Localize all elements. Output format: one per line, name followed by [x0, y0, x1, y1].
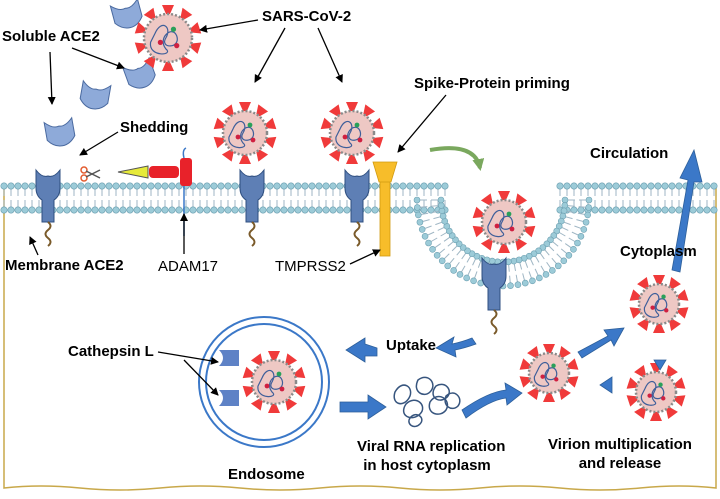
arrow-shedding [79, 131, 119, 156]
soluble-ace2-1 [109, 0, 143, 29]
adam17-sheddase [117, 147, 192, 236]
soluble-ace2-4 [43, 116, 76, 147]
label-soluble-ace2: Soluble ACE2 [2, 28, 100, 45]
arrow-release-mid [599, 376, 613, 394]
arrow-rna-to-virion [461, 382, 523, 419]
soluble-ace2-3 [79, 79, 112, 110]
arrow-priming-to-pit [429, 146, 485, 171]
virus-endosome [242, 351, 306, 413]
arrow-membrane-ace2 [29, 236, 39, 256]
virus-release-2 [629, 275, 689, 333]
label-cytoplasm: Cytoplasm [620, 243, 697, 260]
label-shedding: Shedding [120, 119, 189, 136]
label-uptake: Uptake [386, 337, 437, 354]
membrane-ace2 [35, 168, 61, 247]
soluble-ace2-2 [121, 56, 156, 89]
label-virion-line1: Virion multiplication [548, 436, 692, 453]
label-rna-line2: in host cytoplasm [363, 457, 491, 474]
label-tmprss2: TMPRSS2 [275, 258, 346, 275]
arrow-pit-to-uptake [435, 336, 477, 358]
arrow-circulation [671, 148, 703, 273]
plasma-membrane [0, 182, 718, 214]
cathepsin-l-2 [219, 390, 239, 406]
arrow-endosome-to-rna [339, 394, 387, 420]
virus-release-1 [519, 344, 579, 402]
arrow-uptake [345, 337, 378, 363]
label-virion-release: Virion multiplication and release [535, 435, 705, 473]
label-rna-replication: Viral RNA replication in host cytoplasm [357, 437, 506, 475]
cell-outline [3, 186, 717, 491]
viral-rna-cluster [393, 376, 461, 428]
arrow-release-up [577, 327, 625, 359]
virus-primed [320, 102, 384, 164]
ace2-receptor-pit [481, 256, 507, 335]
ace2-receptor-3 [344, 168, 370, 247]
label-rna-line1: Viral RNA replication [357, 438, 506, 455]
arrow-soluble-right [71, 47, 125, 70]
tmprss2-protease [372, 161, 398, 257]
ace2-receptor-2 [239, 168, 265, 247]
scissors-icon [80, 166, 101, 182]
cathepsin-l-1 [219, 350, 239, 366]
endocytic-pit [413, 196, 593, 290]
label-virion-line2: and release [578, 455, 662, 472]
label-circulation: Circulation [590, 145, 669, 162]
label-spike-priming: Spike-Protein priming [414, 75, 570, 92]
label-endosome: Endosome [228, 466, 305, 483]
arrow-cathepsin-2 [183, 359, 219, 396]
arrow-release-down [653, 359, 667, 371]
virus-release-3 [626, 363, 686, 421]
label-membrane-ace2: Membrane ACE2 [5, 257, 124, 274]
arrow-sars-to-virus-3 [317, 27, 343, 83]
virus-binding-ace2 [213, 102, 277, 164]
arrow-tmprss2 [349, 249, 381, 265]
arrow-spike-priming [397, 94, 447, 153]
arrow-cathepsin-1 [157, 351, 219, 365]
virus-top [134, 5, 202, 71]
arrow-sars-to-virus-top [199, 19, 259, 33]
label-adam17: ADAM17 [158, 258, 219, 275]
arrow-sars-to-virus-2 [254, 27, 286, 83]
virus-endocytosis [472, 191, 536, 253]
label-cathepsin-l: Cathepsin L [68, 343, 154, 360]
label-sars-cov-2: SARS-CoV-2 [262, 8, 352, 25]
arrow-soluble-down [47, 51, 56, 105]
